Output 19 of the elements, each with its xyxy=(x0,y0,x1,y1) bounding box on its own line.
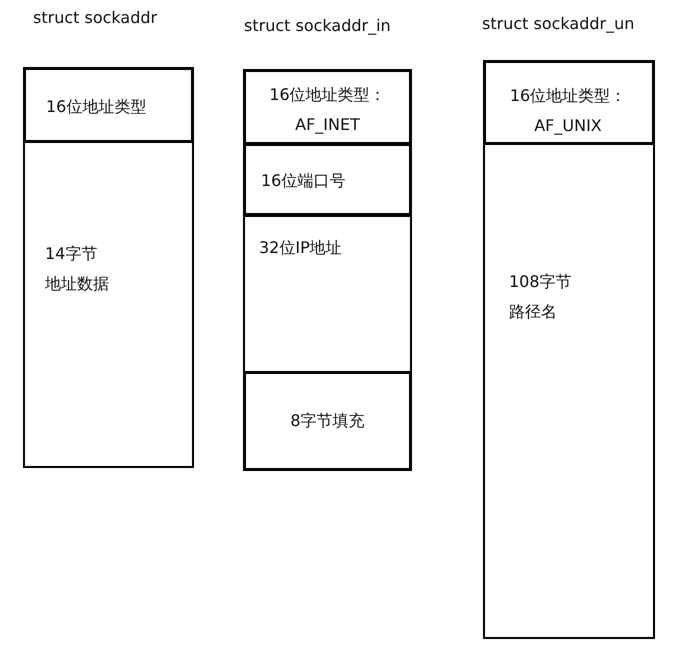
field-box xyxy=(483,60,655,145)
field-label: 16位端口号 xyxy=(261,170,346,192)
field-label: 32位IP地址 xyxy=(259,237,343,259)
field-box xyxy=(23,141,194,468)
struct-title: struct sockaddr_un xyxy=(482,14,634,33)
field-box xyxy=(23,67,194,143)
field-box xyxy=(243,215,412,373)
field-label: 108字节路径名 xyxy=(509,271,573,323)
field-box xyxy=(483,143,655,639)
field-label: 14字节地址数据 xyxy=(45,243,110,295)
struct-title: struct sockaddr xyxy=(33,8,158,27)
struct-title: struct sockaddr_in xyxy=(244,16,391,35)
field-label: 16位地址类型： AF_INET xyxy=(268,84,387,136)
field-box xyxy=(243,371,412,471)
field-box xyxy=(243,143,412,216)
field-label: 16位地址类型 xyxy=(46,96,148,118)
field-label: 16位地址类型： AF_UNIX xyxy=(508,85,628,137)
field-label: 8字节填充 xyxy=(289,410,366,432)
field-box xyxy=(243,69,412,145)
